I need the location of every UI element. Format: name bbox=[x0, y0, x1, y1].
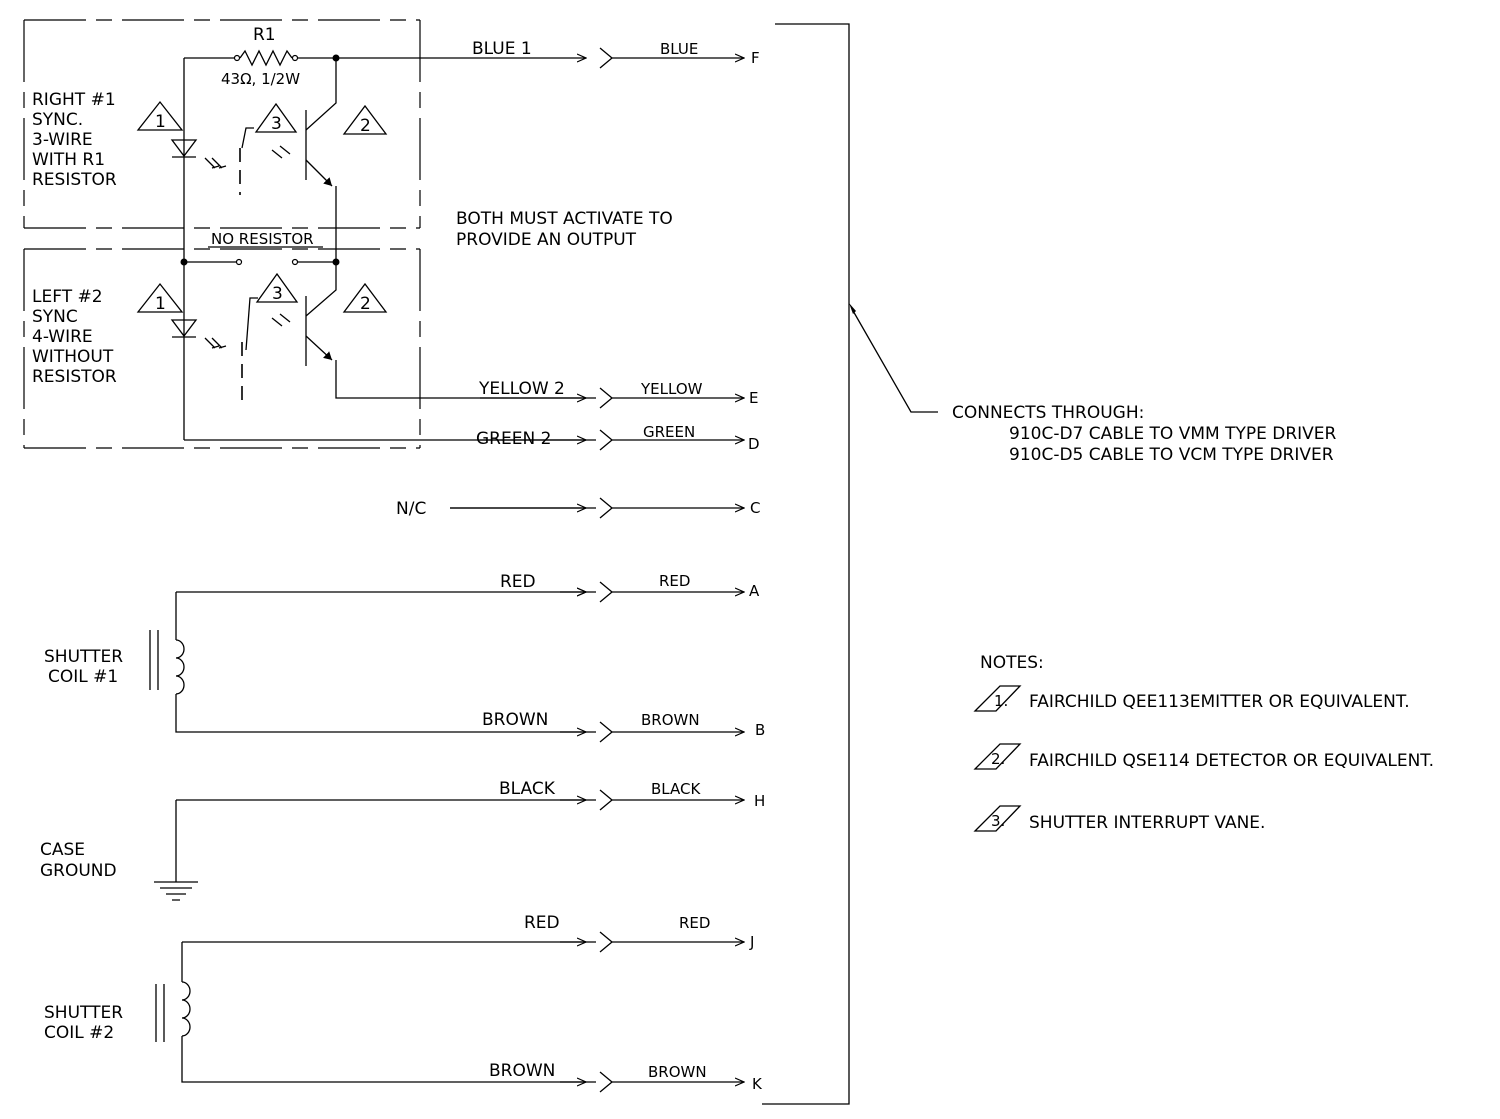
notes-title: NOTES: bbox=[980, 653, 1044, 673]
wire-right-label: YELLOW bbox=[640, 380, 703, 398]
note-item: 1. FAIRCHILD QEE113EMITTER OR EQUIVALENT… bbox=[973, 685, 1410, 712]
callout-number: 1 bbox=[155, 294, 166, 314]
sensor1-label-line: SYNC. bbox=[32, 110, 83, 130]
sensor2-label: LEFT #2 SYNC 4-WIRE WITHOUT RESISTOR bbox=[32, 287, 117, 387]
note-number: 2. bbox=[991, 750, 1005, 768]
detector-callout-2: 2 bbox=[342, 282, 388, 314]
red-wire-coil1: RED RED A bbox=[500, 572, 760, 603]
wire-right-label: GREEN bbox=[643, 423, 695, 441]
sensor2-label-line: WITHOUT bbox=[32, 347, 114, 367]
sensor2-label-line: LEFT #2 bbox=[32, 287, 103, 307]
red-wire-coil2: RED RED J bbox=[524, 913, 754, 953]
wire-left-label: YELLOW 2 bbox=[478, 379, 565, 399]
connects-note-line: 910C-D7 CABLE TO VMM TYPE DRIVER bbox=[1009, 424, 1337, 444]
connector-pin: D bbox=[748, 435, 760, 453]
connector-pin: H bbox=[754, 792, 765, 810]
coil1-label-line: COIL #1 bbox=[48, 667, 118, 687]
resistor-r1: R1 43Ω, 1/2W bbox=[184, 25, 336, 88]
detector-callout-1: 2 bbox=[342, 104, 388, 136]
wire-right-label: RED bbox=[679, 914, 710, 932]
note-item: 3. SHUTTER INTERRUPT VANE. bbox=[973, 805, 1265, 833]
activation-note-line: PROVIDE AN OUTPUT bbox=[456, 230, 637, 250]
note-text: SHUTTER INTERRUPT VANE. bbox=[1029, 813, 1265, 833]
wire-right-label: BLACK bbox=[651, 780, 701, 798]
shutter-coil-1: SHUTTER COIL #1 bbox=[44, 591, 596, 733]
shutter-coil-2: SHUTTER COIL #2 bbox=[44, 941, 596, 1083]
vane-1: 3 bbox=[239, 102, 298, 195]
ground-label-line: GROUND bbox=[40, 861, 117, 881]
connector-pin: F bbox=[751, 49, 760, 67]
brown-wire-coil2: BROWN BROWN K bbox=[489, 1061, 763, 1093]
connector-pin: K bbox=[752, 1075, 763, 1093]
coil2-label-line: SHUTTER bbox=[44, 1003, 123, 1023]
brown-wire-coil1: BROWN BROWN B bbox=[482, 710, 765, 743]
wire-left-label: BROWN bbox=[489, 1061, 555, 1081]
connects-through-note: CONNECTS THROUGH: 910C-D7 CABLE TO VMM T… bbox=[952, 403, 1337, 465]
no-resistor-link: NO RESISTOR bbox=[180, 54, 340, 266]
sensor1-box bbox=[23, 19, 421, 229]
callout-number: 2 bbox=[360, 116, 371, 136]
sensor1-label-line: RESISTOR bbox=[32, 170, 117, 190]
connector-pin: B bbox=[755, 721, 765, 739]
yellow-wire: YELLOW 2 YELLOW E bbox=[478, 379, 758, 409]
connector-bracket bbox=[762, 23, 938, 1105]
note-item: 2. FAIRCHILD QSE114 DETECTOR OR EQUIVALE… bbox=[973, 743, 1434, 771]
wire-left-label: RED bbox=[500, 572, 536, 592]
sensor1-label-line: RIGHT #1 bbox=[32, 90, 116, 110]
note-text: FAIRCHILD QSE114 DETECTOR OR EQUIVALENT. bbox=[1029, 751, 1434, 771]
detector-transistor-2 bbox=[184, 262, 596, 441]
callout-number: 3 bbox=[272, 284, 283, 304]
connector-pin: J bbox=[749, 933, 754, 951]
connector-pin: A bbox=[749, 582, 760, 600]
wire-left-label: RED bbox=[524, 913, 560, 933]
activation-note-line: BOTH MUST ACTIVATE TO bbox=[456, 209, 673, 229]
connector-pin: E bbox=[749, 389, 758, 407]
callout-number: 1 bbox=[155, 112, 166, 132]
sensor1-label-line: WITH R1 bbox=[32, 150, 105, 170]
resistor-name: R1 bbox=[253, 25, 276, 45]
note-text: FAIRCHILD QEE113EMITTER OR EQUIVALENT. bbox=[1029, 692, 1410, 712]
wire-right-label: RED bbox=[659, 572, 690, 590]
connects-note-line: CONNECTS THROUGH: bbox=[952, 403, 1144, 423]
ground-label-line: CASE bbox=[40, 840, 85, 860]
wire-left-label: BROWN bbox=[482, 710, 548, 730]
note-number: 3. bbox=[991, 812, 1005, 830]
emitter-callout-2: 1 bbox=[136, 282, 184, 314]
sensor1-label: RIGHT #1 SYNC. 3-WIRE WITH R1 RESISTOR bbox=[32, 90, 117, 190]
sensor2-label-line: RESISTOR bbox=[32, 367, 117, 387]
wire-left-label: GREEN 2 bbox=[476, 429, 551, 449]
sensor2-label-line: SYNC bbox=[32, 307, 78, 327]
connects-note-line: 910C-D5 CABLE TO VCM TYPE DRIVER bbox=[1009, 445, 1334, 465]
coil2-label-line: COIL #2 bbox=[44, 1023, 114, 1043]
blue-wire: BLUE 1 BLUE F bbox=[336, 39, 760, 69]
note-number: 1. bbox=[994, 692, 1008, 710]
no-resistor-label: NO RESISTOR bbox=[211, 230, 314, 248]
wire-left-label: N/C bbox=[396, 499, 426, 519]
emitter-diode-2 bbox=[170, 319, 227, 349]
nc-wire: N/C C bbox=[396, 497, 760, 519]
wire-right-label: BROWN bbox=[648, 1063, 707, 1081]
coil1-label-line: SHUTTER bbox=[44, 647, 123, 667]
callout-number: 3 bbox=[271, 114, 282, 134]
vane-2: 3 bbox=[241, 272, 299, 400]
sensor2-box bbox=[23, 248, 421, 449]
connector-pin: C bbox=[750, 499, 760, 517]
sensor2-label-line: 4-WIRE bbox=[32, 327, 93, 347]
wire-left-label: BLACK bbox=[499, 779, 556, 799]
wire-right-label: BLUE bbox=[660, 40, 698, 58]
wire-right-label: BROWN bbox=[641, 711, 700, 729]
emitter-callout-1: 1 bbox=[136, 100, 184, 132]
sensor1-label-line: 3-WIRE bbox=[32, 130, 93, 150]
black-wire-ground: BLACK BLACK H bbox=[499, 779, 765, 811]
wire-left-label: BLUE 1 bbox=[472, 39, 532, 59]
case-ground: CASE GROUND bbox=[40, 799, 596, 901]
resistor-value: 43Ω, 1/2W bbox=[221, 70, 300, 88]
notes-block: NOTES: 1. FAIRCHILD QEE113EMITTER OR EQU… bbox=[973, 653, 1434, 833]
activation-note: BOTH MUST ACTIVATE TO PROVIDE AN OUTPUT bbox=[456, 209, 673, 250]
callout-number: 2 bbox=[360, 294, 371, 314]
green-wire: GREEN 2 GREEN D bbox=[476, 423, 760, 453]
